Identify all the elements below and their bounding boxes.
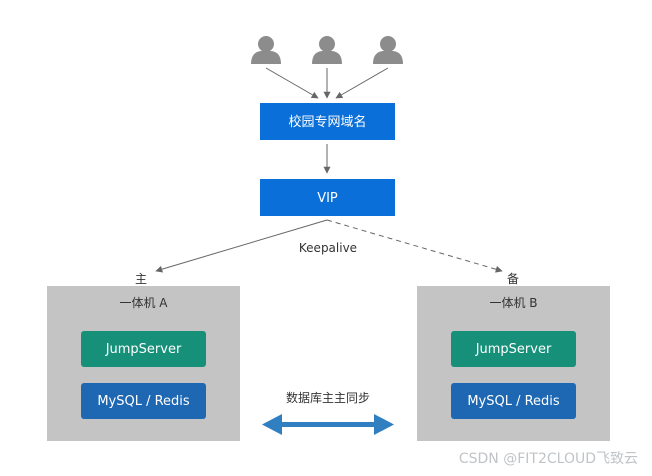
user-arrow-right: [335, 67, 389, 99]
server-a-db-label: MySQL / Redis: [97, 394, 190, 409]
server-a-db-box: [81, 383, 206, 419]
server-b-jumpserver-label: JumpServer: [475, 342, 552, 357]
domain-box-label: 校园专网域名: [288, 114, 366, 130]
server-b-db-label: MySQL / Redis: [467, 394, 560, 409]
vip-to-primary-arrow: [155, 219, 328, 273]
sync-double-arrow: [262, 414, 394, 435]
vip-box-label: VIP: [317, 191, 338, 206]
server-b-title: 一体机 B: [489, 296, 537, 310]
server-a-title: 一体机 A: [119, 296, 168, 310]
user-icon: [312, 36, 342, 64]
vip-to-backup-arrow: [326, 219, 503, 273]
backup-label: 备: [507, 272, 519, 286]
server-b-jumpserver-box: [451, 331, 576, 367]
primary-label: 主: [135, 272, 147, 286]
server-a-jumpserver-box: [81, 331, 206, 367]
keepalive-label: Keepalive: [299, 241, 357, 255]
sync-label: 数据库主主同步: [286, 390, 370, 405]
watermark: CSDN @FIT2CLOUD飞致云: [458, 451, 638, 467]
user-icon: [251, 36, 281, 64]
user-icon: [373, 36, 403, 64]
server-a-jumpserver-label: JumpServer: [105, 342, 182, 357]
user-arrow-left: [265, 67, 319, 99]
server-b-db-box: [451, 383, 576, 419]
domain-box: [260, 103, 395, 140]
vip-box: [260, 179, 395, 216]
